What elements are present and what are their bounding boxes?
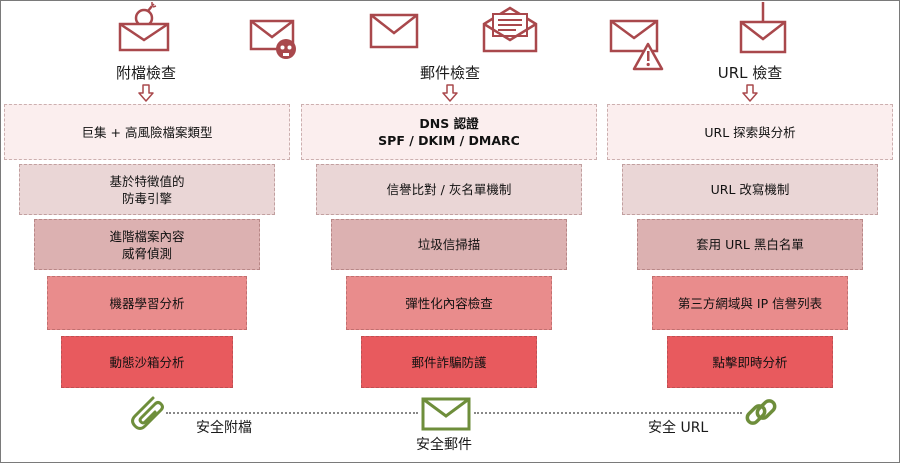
envelope-warning-icon — [609, 19, 664, 71]
email-layer-2: 信譽比對 / 灰名單機制 — [316, 164, 582, 215]
attachment-layer-5: 動態沙箱分析 — [61, 336, 233, 388]
safe-attachment-label: 安全附檔 — [196, 420, 252, 436]
email-layer-3: 垃圾信掃描 — [331, 219, 567, 270]
url-layer-4: 第三方網域與 IP 信譽列表 — [652, 276, 848, 330]
envelope-icon — [369, 13, 419, 49]
email-layer-4: 彈性化內容檢查 — [346, 276, 552, 330]
envelope-skull-icon — [249, 19, 296, 59]
url-layer-3: 套用 URL 黑白名單 — [637, 219, 863, 270]
url-layer-5: 點擊即時分析 — [667, 336, 833, 388]
left-dotted-connector — [166, 412, 418, 414]
attachment-down-arrow — [138, 84, 154, 102]
email-layer-5: 郵件詐騙防護 — [361, 336, 537, 388]
safe-url-label: 安全 URL — [648, 420, 709, 436]
attachment-layer-1: 巨集 + 高風險檔案類型 — [4, 104, 290, 160]
envelope-hook-icon — [739, 2, 787, 54]
attachment-layer-3: 進階檔案內容 威脅偵測 — [34, 219, 260, 270]
envelope-green-icon — [421, 397, 471, 431]
url-layer-1: URL 探索與分析 — [607, 104, 893, 160]
url-check-title: URL 檢查 — [717, 64, 783, 82]
url-layer-2: URL 改寫機制 — [622, 164, 878, 215]
envelope-bomb-icon — [118, 2, 170, 52]
email-check-title: 郵件檢查 — [419, 64, 480, 82]
email-layer-1: DNS 認證 SPF / DKIM / DMARC — [301, 104, 597, 160]
safe-email-label: 安全郵件 — [416, 437, 472, 453]
link-icon — [745, 399, 777, 425]
paperclip-icon — [131, 396, 164, 430]
attachment-layer-4: 機器學習分析 — [47, 276, 247, 330]
right-dotted-connector — [474, 412, 742, 414]
attachment-check-title: 附檔檢查 — [115, 64, 176, 82]
open-envelope-icon — [482, 6, 538, 53]
email-down-arrow — [442, 84, 458, 102]
url-down-arrow — [742, 84, 758, 102]
attachment-layer-2: 基於特徵值的 防毒引擎 — [19, 164, 275, 215]
